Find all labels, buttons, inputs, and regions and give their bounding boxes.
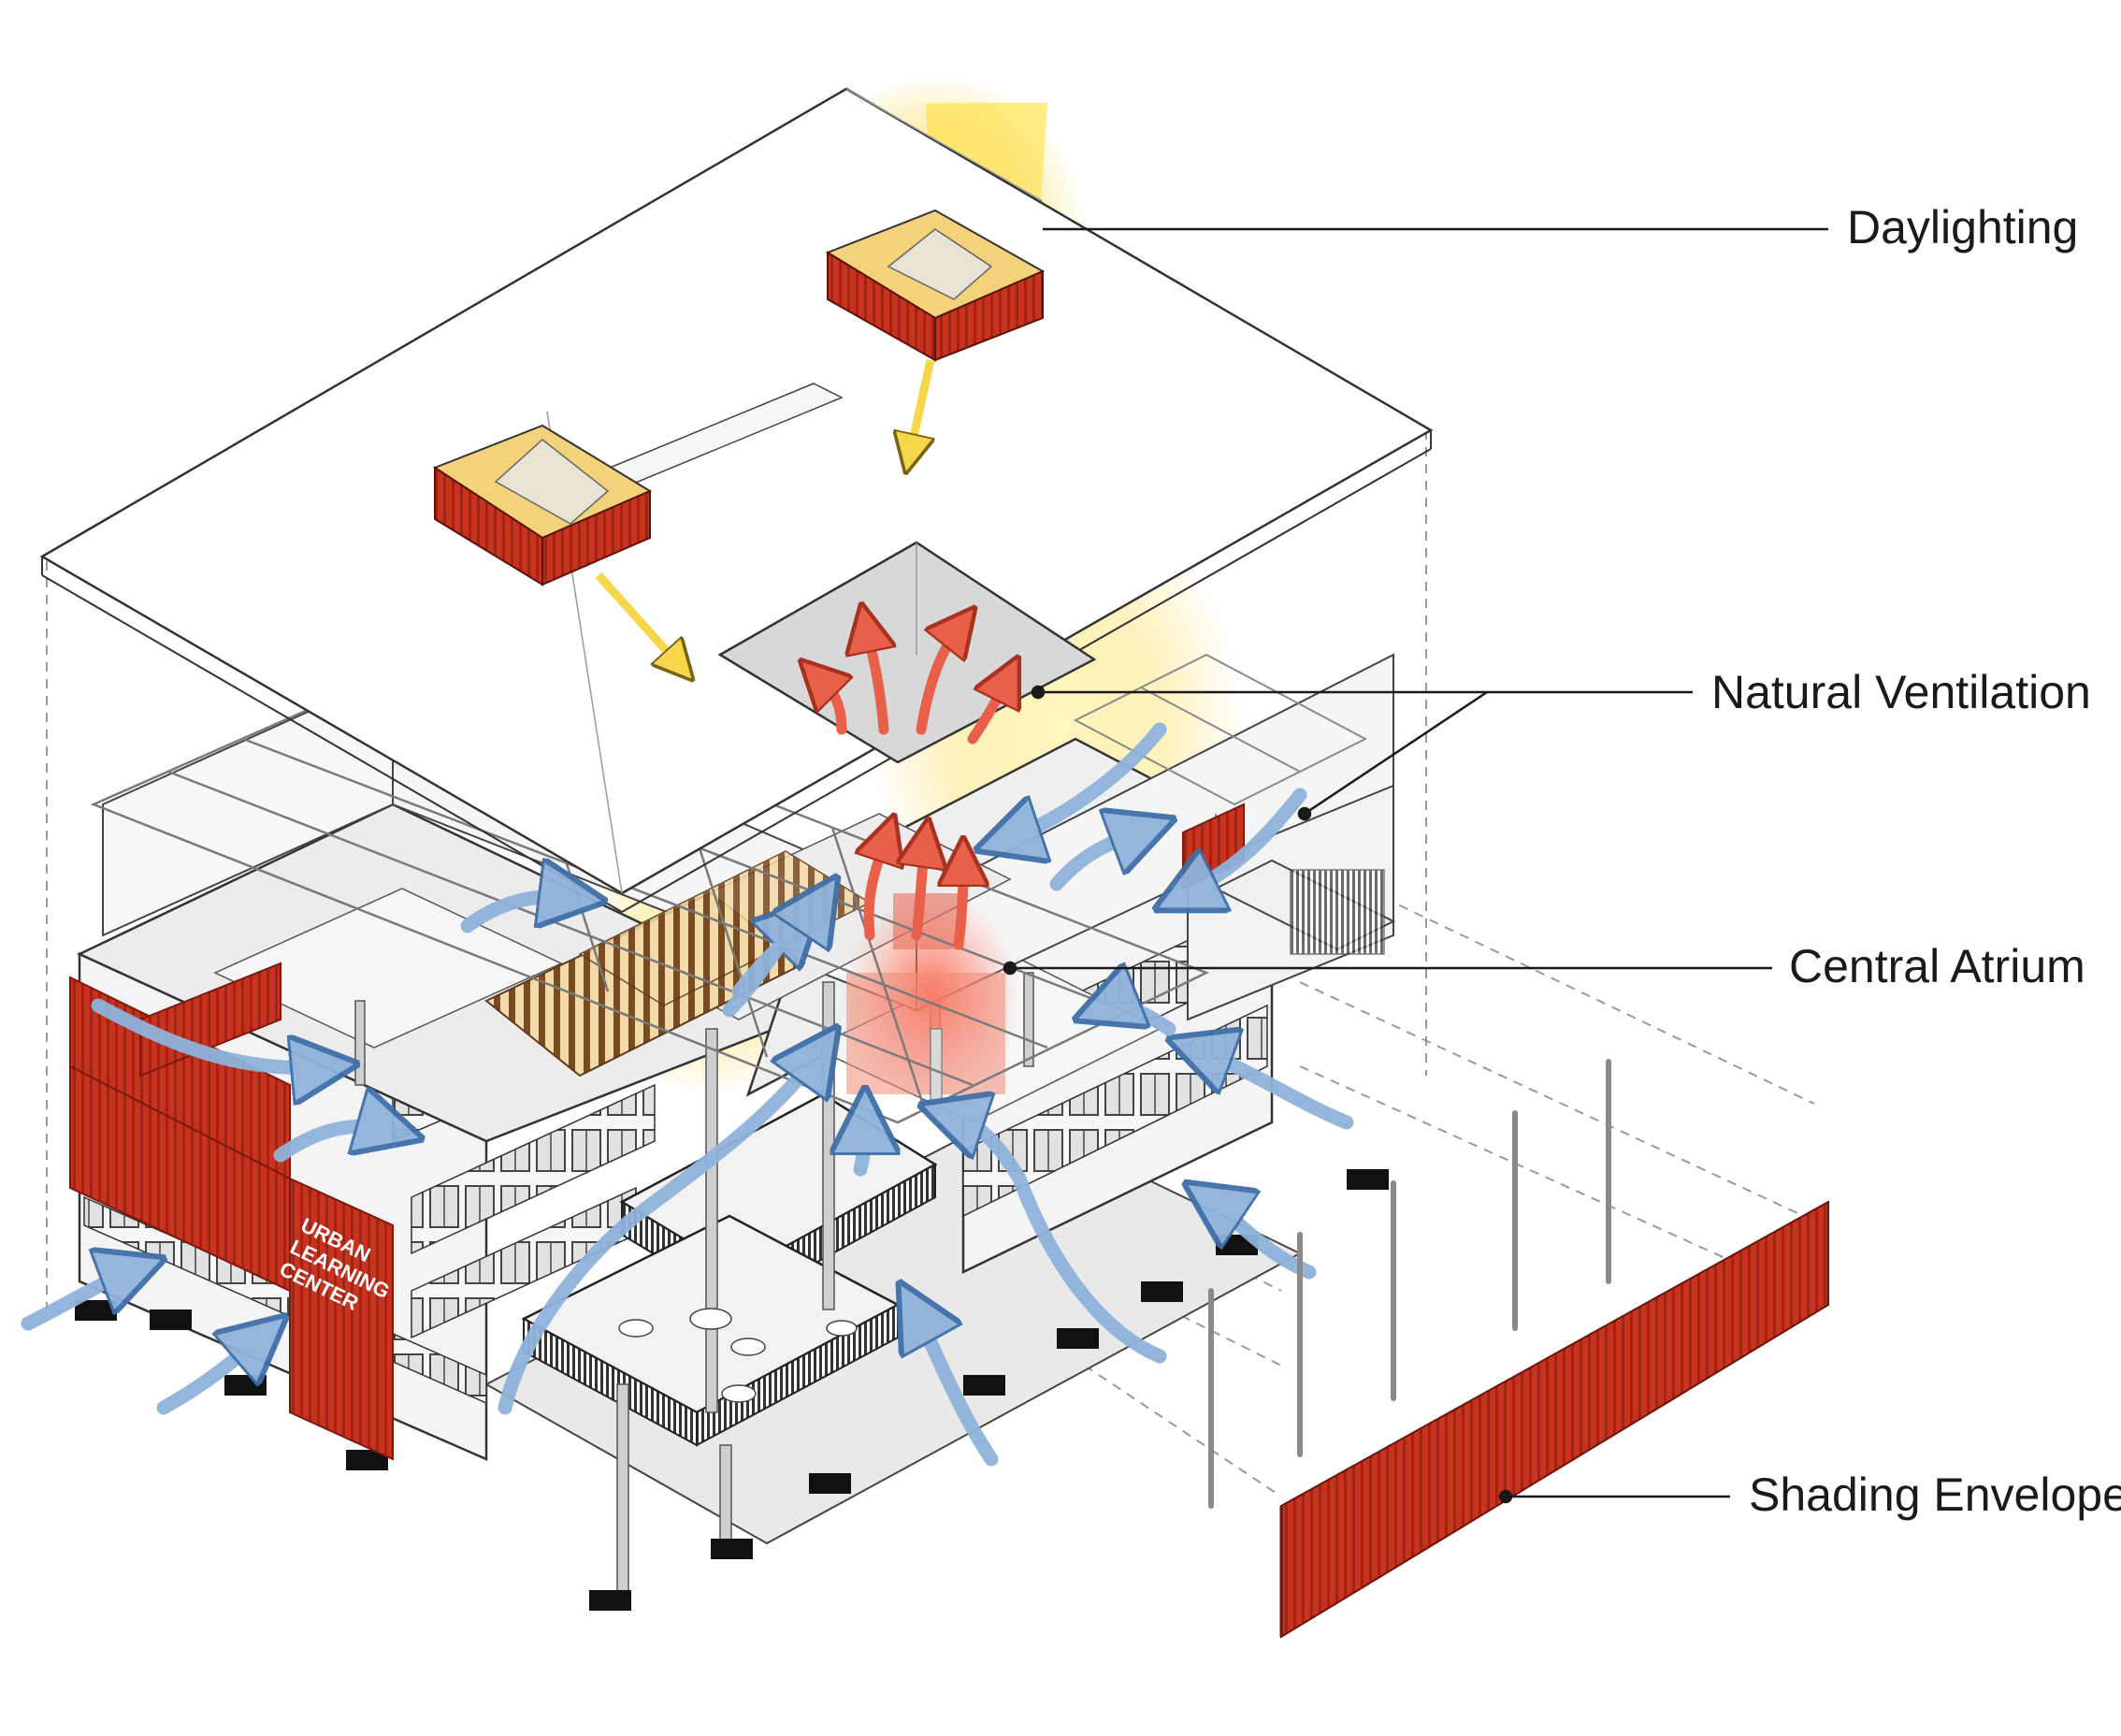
daylight-arrow — [909, 359, 931, 458]
shading-envelope — [1208, 1059, 1829, 1639]
warm-air-arrow — [869, 832, 888, 941]
shading-support-posts — [1208, 1059, 1611, 1509]
cool-air-arrow — [273, 1126, 397, 1163]
cool-air-arrow — [498, 1048, 823, 1415]
roof-monitor-left — [432, 424, 653, 586]
cool-air-arrow — [945, 1113, 1167, 1364]
cool-air-arrow — [1001, 722, 1167, 842]
cool-air-arrow — [21, 1267, 140, 1331]
warm-air-arrow — [959, 856, 963, 950]
callout-labels: Daylighting Natural Ventilation Central … — [1711, 201, 2121, 1521]
label-daylighting: Daylighting — [1847, 201, 2078, 253]
warm-air-arrow — [916, 837, 926, 941]
label-shading-envelope: Shading Envelope — [1749, 1468, 2121, 1521]
cool-air-arrow — [1178, 788, 1307, 898]
roof-monitor-right — [825, 209, 1046, 362]
cool-air-arrows — [21, 722, 1354, 1467]
cool-air-arrow — [1206, 1197, 1317, 1280]
shading-panel — [1280, 1200, 1829, 1639]
warm-air-arrow — [916, 622, 963, 735]
cool-air-arrow — [1049, 828, 1150, 891]
daylight-arrows — [595, 359, 931, 669]
warm-air-arrow — [865, 622, 884, 735]
callout-leaders — [1003, 227, 1828, 1504]
daylight-arrow — [595, 571, 683, 669]
cool-air-arrow — [91, 998, 332, 1068]
warm-air-arrows — [814, 622, 1010, 950]
label-central-atrium: Central Atrium — [1789, 940, 2085, 992]
cool-air-arrow — [1099, 1006, 1176, 1036]
cool-air-arrow — [156, 1333, 267, 1415]
label-natural-ventilation: Natural Ventilation — [1711, 666, 2091, 718]
cool-air-arrow — [912, 1305, 999, 1467]
cool-air-arrow — [1192, 1048, 1354, 1130]
cool-air-arrow — [860, 1113, 865, 1177]
warm-air-arrow — [814, 673, 842, 735]
cool-air-arrow — [731, 898, 823, 999]
warm-air-arrow — [967, 673, 1010, 745]
cool-air-arrow — [460, 896, 580, 933]
